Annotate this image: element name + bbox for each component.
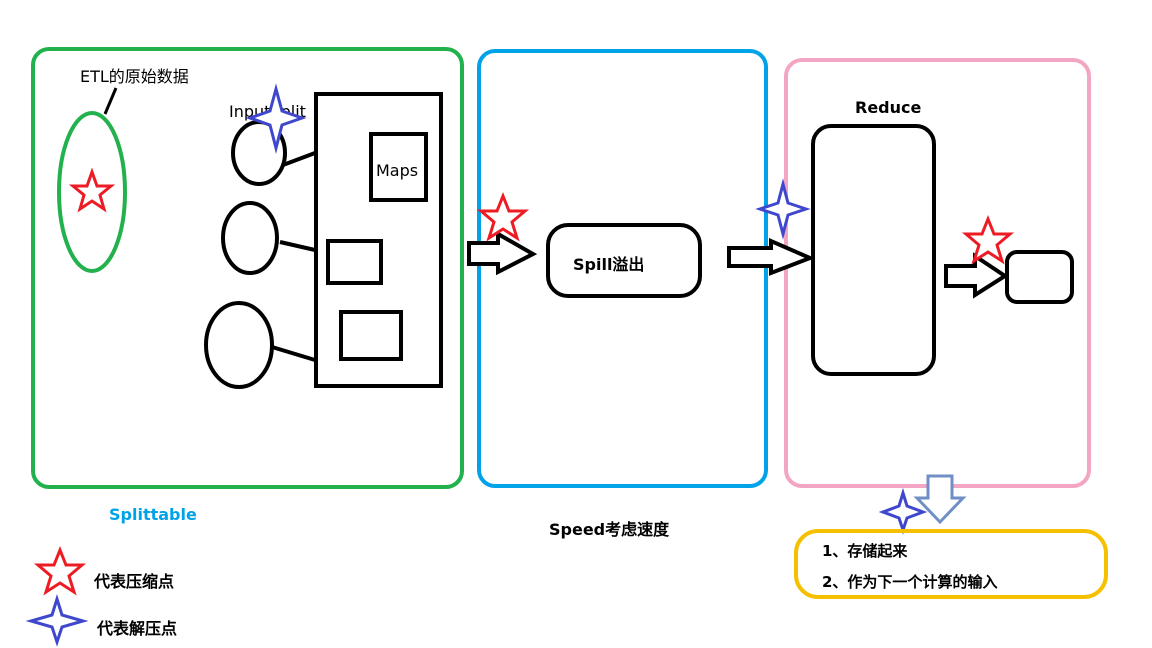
map-container xyxy=(314,92,443,388)
split-connector-1 xyxy=(282,151,316,167)
input-split-circle-2 xyxy=(221,201,279,275)
arrow-map-to-spill xyxy=(467,230,538,276)
compress-star-icon xyxy=(961,214,1015,265)
map-task-box-3 xyxy=(339,310,403,361)
decompress-star-icon xyxy=(755,178,811,240)
split-connector-2 xyxy=(279,240,316,252)
map-task-box-2 xyxy=(326,239,383,285)
splittable-caption: Splittable xyxy=(109,505,197,524)
output-note-line-2: 2、作为下一个计算的输入 xyxy=(822,573,997,591)
map-stage-border xyxy=(31,47,464,489)
reduce-box xyxy=(811,124,936,376)
maps-box xyxy=(369,132,428,202)
etl-callout-line xyxy=(103,87,118,115)
output-box xyxy=(1005,250,1074,304)
input-split-circle-3 xyxy=(204,301,274,389)
output-note-border xyxy=(794,529,1108,599)
output-note-line-1: 1、存储起来 xyxy=(822,542,908,560)
arrow-down-to-output-note xyxy=(913,474,967,525)
legend-decompress-label: 代表解压点 xyxy=(96,619,177,638)
legend: 代表压缩点 代表解压点 xyxy=(93,572,177,638)
decompress-star-icon xyxy=(245,83,307,154)
etl-label: ETL的原始数据 xyxy=(80,67,189,86)
spill-stage-border xyxy=(477,49,768,488)
split-connector-3 xyxy=(271,345,316,362)
reduce-stage: Reduce xyxy=(784,58,1091,488)
arrow-reduce-to-output xyxy=(944,252,1009,299)
map-stage: ETL的原始数据 InputSplit Maps xyxy=(31,47,464,489)
legend-decompress-star-icon xyxy=(25,593,89,647)
etl-raw-data-ellipse xyxy=(57,111,127,273)
output-note: 1、存储起来 2、作为下一个计算的输入 xyxy=(794,529,1108,599)
compress-star-icon xyxy=(68,167,116,213)
maps-label: Maps xyxy=(376,161,418,180)
reduce-stage-border xyxy=(784,58,1091,488)
spill-label: Spill溢出 xyxy=(573,255,644,274)
legend-compress-star-icon xyxy=(33,545,87,596)
speed-caption: Speed考虑速度 xyxy=(549,520,670,539)
arrow-spill-to-reduce xyxy=(727,237,816,276)
spill-stage: Spill溢出 xyxy=(477,49,768,488)
legend-compress-label: 代表压缩点 xyxy=(93,572,174,591)
compress-star-icon xyxy=(476,191,530,242)
spill-box xyxy=(546,223,702,298)
reduce-label: Reduce xyxy=(855,98,922,117)
